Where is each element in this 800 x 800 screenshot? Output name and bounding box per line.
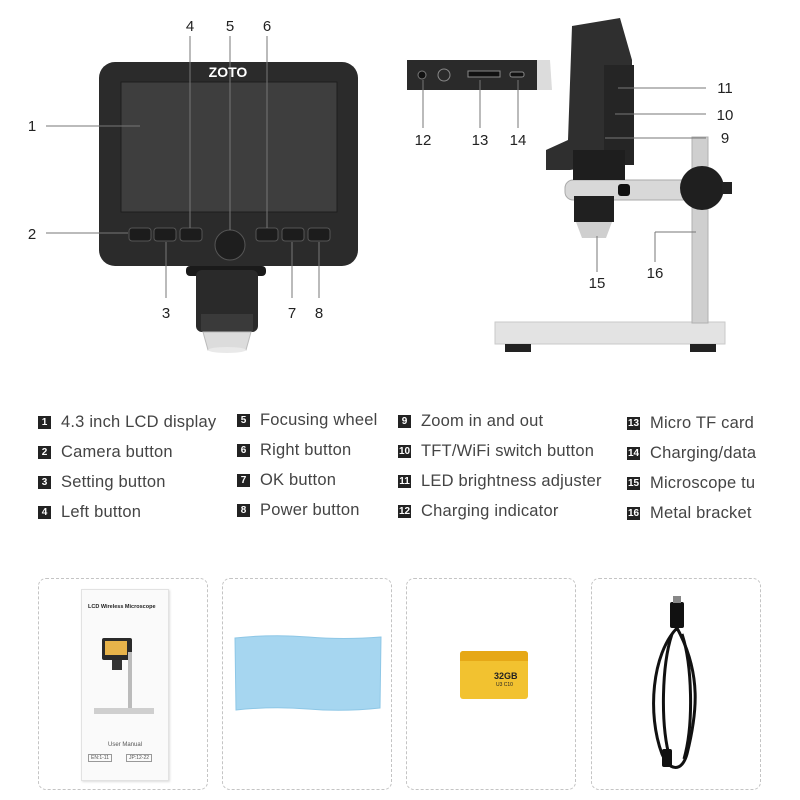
front-view-diagram: ZOTO 1 2 3 4 5 6 7 8 bbox=[28, 18, 358, 353]
manual-lang-en: EN:1-11 bbox=[88, 754, 112, 762]
callout-3: 3 bbox=[162, 305, 170, 322]
cleaning-cloth bbox=[234, 635, 382, 711]
callout-14: 14 bbox=[510, 132, 527, 149]
device-side bbox=[546, 18, 634, 238]
manual-footer: User Manual bbox=[107, 742, 142, 748]
sd-capacity: 32GB bbox=[494, 671, 518, 681]
accessory-box-sd-card: 32GB U3 C10 bbox=[406, 578, 576, 790]
usb-cable bbox=[652, 596, 697, 769]
user-manual: LCD Wireless Microscope User Manual EN:1… bbox=[81, 589, 169, 781]
callout-16: 16 bbox=[647, 265, 664, 282]
stand bbox=[494, 136, 732, 352]
accessory-box-cable bbox=[591, 578, 761, 790]
port-detail bbox=[407, 60, 552, 90]
callout-1: 1 bbox=[28, 118, 36, 135]
callout-9: 9 bbox=[721, 130, 729, 147]
callout-13: 13 bbox=[472, 132, 489, 149]
manual-lang-jp: JP:12-22 bbox=[126, 754, 153, 762]
callout-6: 6 bbox=[263, 18, 271, 35]
sd-class: U3 C10 bbox=[496, 682, 513, 688]
callout-8: 8 bbox=[315, 305, 323, 322]
manual-cover-image bbox=[94, 638, 154, 714]
front-buttons bbox=[128, 227, 331, 261]
manual-title: LCD Wireless Microscope bbox=[88, 604, 156, 610]
callout-4: 4 bbox=[186, 18, 194, 35]
accessory-box-manual: LCD Wireless Microscope User Manual EN:1… bbox=[38, 578, 208, 790]
lcd-screen bbox=[120, 81, 338, 213]
lens-tube bbox=[186, 266, 266, 353]
callout-2: 2 bbox=[28, 226, 36, 243]
brand-logo: ZOTO bbox=[209, 64, 248, 80]
accessory-box-cloth bbox=[222, 578, 392, 790]
callout-11: 11 bbox=[717, 80, 733, 97]
side-view-diagram: 12 13 14 11 10 9 15 16 bbox=[407, 18, 734, 352]
callout-15: 15 bbox=[589, 275, 606, 292]
callout-7: 7 bbox=[288, 305, 296, 322]
callout-10: 10 bbox=[717, 107, 734, 124]
micro-sd-card: 32GB U3 C10 bbox=[460, 651, 528, 699]
callout-5: 5 bbox=[226, 18, 234, 35]
callout-12: 12 bbox=[415, 132, 432, 149]
